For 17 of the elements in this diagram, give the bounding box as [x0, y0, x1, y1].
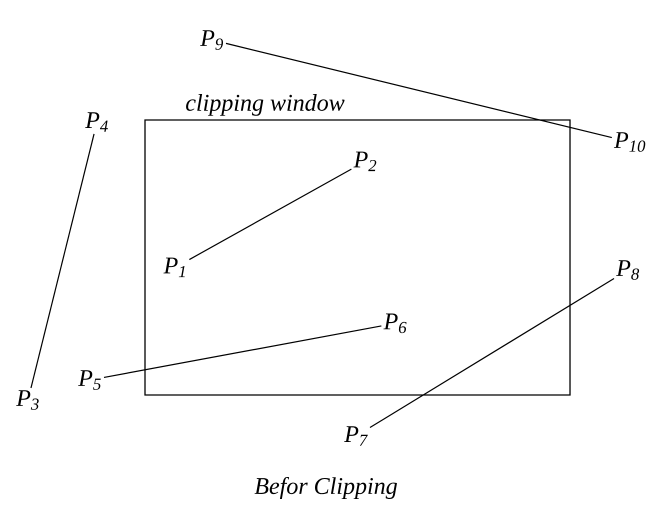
- line-segment: [189, 168, 352, 260]
- line-segment: [104, 325, 382, 378]
- caption: Befor Clipping: [254, 477, 397, 500]
- point-label: P$_{6}$: [383, 314, 407, 334]
- point-label: P$_{10}$: [614, 132, 646, 152]
- point-label: P$_{9}$: [200, 30, 223, 50]
- point-label: P$_{4}$: [85, 112, 108, 132]
- line-segment: [30, 134, 95, 388]
- point-label: P$_{1}$: [163, 258, 185, 278]
- point-label: P$_{3}$: [16, 390, 39, 410]
- point-label: P$_{7}$: [344, 426, 368, 446]
- point-label: P$_{2}$: [353, 152, 376, 172]
- point-label: P$_{8}$: [616, 260, 640, 280]
- line-segment: [370, 278, 614, 428]
- point-label: P$_{5}$: [78, 370, 101, 390]
- line-segment: [226, 42, 612, 138]
- window-title: clipping window: [186, 94, 344, 116]
